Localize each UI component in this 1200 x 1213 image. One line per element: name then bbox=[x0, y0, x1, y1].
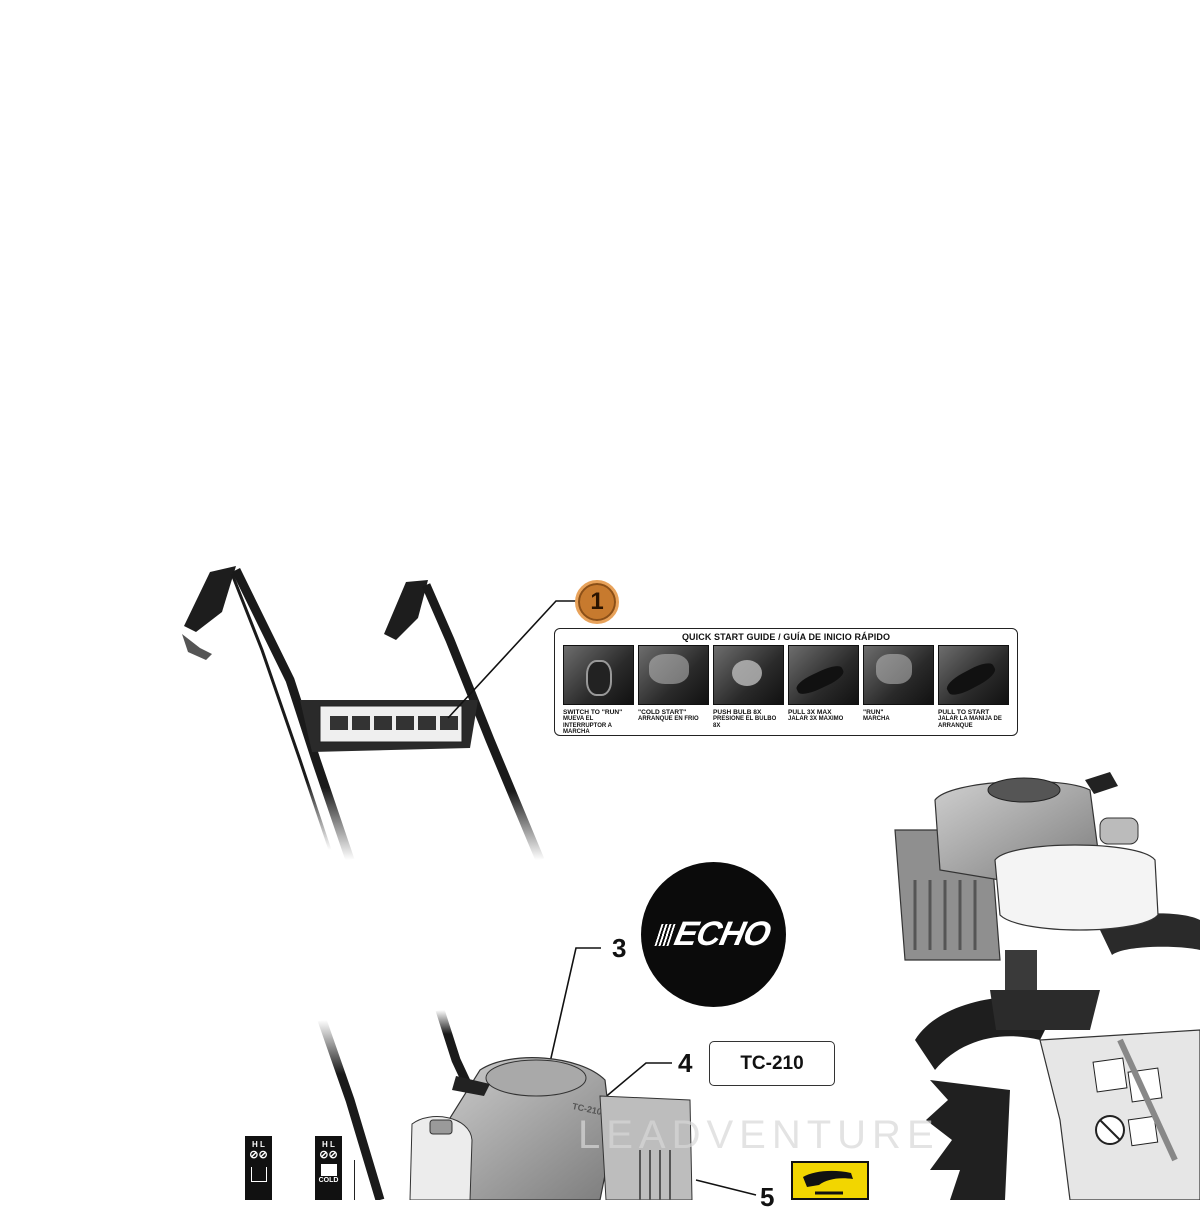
echo-logo-text: ECHO bbox=[670, 915, 774, 953]
left-grip bbox=[184, 566, 236, 632]
side-fuel-tank bbox=[994, 844, 1159, 931]
callout-4: 4 bbox=[678, 1048, 693, 1078]
watermark: LEADVENTURE bbox=[578, 1113, 940, 1157]
recoil-starter bbox=[485, 1059, 587, 1097]
leader-1 bbox=[447, 600, 578, 719]
leader-5 bbox=[695, 1179, 757, 1196]
hand-hazard-icon bbox=[803, 1170, 853, 1195]
step-label-es: MUEVA EL INTERRUPTOR A MARCHA bbox=[563, 716, 612, 736]
step-label-en: SWITCH TO "RUN" bbox=[563, 709, 623, 716]
gearcase bbox=[1039, 1029, 1200, 1200]
hl-decal-right: H L ⊘⊘ COLD bbox=[315, 1136, 342, 1200]
step-image bbox=[713, 645, 784, 705]
wheel-bar bbox=[1117, 1038, 1178, 1162]
leader-3 bbox=[545, 947, 601, 1081]
step-label-es: MARCHA bbox=[863, 716, 890, 722]
screw-icons: ⊘⊘ bbox=[319, 1149, 338, 1161]
side-tiller bbox=[894, 772, 1200, 1200]
callout-1-badge: 1 bbox=[575, 580, 619, 624]
step-label-en: PULL 3X MAX bbox=[788, 709, 832, 716]
choke-icon bbox=[320, 1164, 337, 1176]
step-label-es: JALAR 3X MAXIMO bbox=[788, 716, 844, 722]
step-label-en: PUSH BULB 8X bbox=[713, 709, 762, 716]
fuel-icon bbox=[250, 1167, 267, 1182]
divider bbox=[354, 1160, 355, 1200]
step-label-es: PRESIONE EL BULBO 8X bbox=[713, 716, 777, 729]
step-label-en: "RUN" bbox=[863, 709, 884, 716]
step-image bbox=[563, 645, 634, 705]
step-label-en: "COLD START" bbox=[638, 709, 687, 716]
quick-start-guide-decal: QUICK START GUIDE / GUÍA DE INICIO RÁPID… bbox=[554, 628, 1018, 736]
warning-decal bbox=[791, 1161, 869, 1200]
tines-left bbox=[926, 1080, 1010, 1200]
throttle-lever bbox=[182, 634, 212, 660]
step-pull-3x: PULL 3X MAX JALAR 3X MAXIMO bbox=[788, 645, 859, 723]
callout-3: 3 bbox=[612, 933, 627, 963]
quick-start-title: QUICK START GUIDE / GUÍA DE INICIO RÁPID… bbox=[681, 632, 891, 642]
side-recoil bbox=[987, 777, 1061, 803]
side-starter-handle bbox=[1085, 772, 1118, 794]
transmission-mount bbox=[990, 990, 1100, 1030]
hl-label: H L bbox=[322, 1140, 335, 1149]
model-tag-decal: TC-210 bbox=[709, 1041, 835, 1086]
right-grip bbox=[384, 580, 428, 640]
step-image bbox=[788, 645, 859, 705]
handlebar-assembly bbox=[182, 566, 545, 862]
step-pull-to-start: PULL TO START JALAR LA MANIJA DE ARRANQU… bbox=[938, 645, 1009, 729]
leader-4 bbox=[589, 1062, 672, 1111]
step-cold-start: "COLD START" ARRANQUE EN FRIO bbox=[638, 645, 709, 723]
step-label-es: ARRANQUE EN FRIO bbox=[638, 716, 699, 722]
callout-5: 5 bbox=[760, 1182, 775, 1212]
echo-logo-decal: ECHO bbox=[641, 862, 786, 1007]
cold-label: COLD bbox=[318, 1177, 339, 1184]
throttle-cable bbox=[230, 573, 332, 851]
right-handle-tube bbox=[421, 583, 545, 862]
step-label-en: PULL TO START bbox=[938, 709, 990, 716]
left-handle-tube bbox=[231, 568, 355, 862]
hl-label: H L bbox=[252, 1140, 265, 1149]
step-run: "RUN" MARCHA bbox=[863, 645, 934, 723]
side-fuel-cap bbox=[1099, 817, 1139, 845]
step-label-es: JALAR LA MANIJA DE ARRANQUE bbox=[938, 716, 1002, 729]
step-image bbox=[638, 645, 709, 705]
step-image bbox=[863, 645, 934, 705]
step-push-bulb: PUSH BULB 8X PRESIONE EL BULBO 8X bbox=[713, 645, 784, 729]
hl-decal-left: H L ⊘⊘ bbox=[245, 1136, 272, 1200]
step-image bbox=[938, 645, 1009, 705]
step-switch-run: SWITCH TO "RUN" MUEVA EL INTERRUPTOR A M… bbox=[563, 645, 634, 736]
starter-handle bbox=[452, 1076, 490, 1096]
screw-icons: ⊘⊘ bbox=[249, 1149, 268, 1161]
front-engine bbox=[409, 1057, 693, 1200]
fuel-cap bbox=[429, 1119, 453, 1135]
fuel-tank bbox=[409, 1116, 473, 1200]
